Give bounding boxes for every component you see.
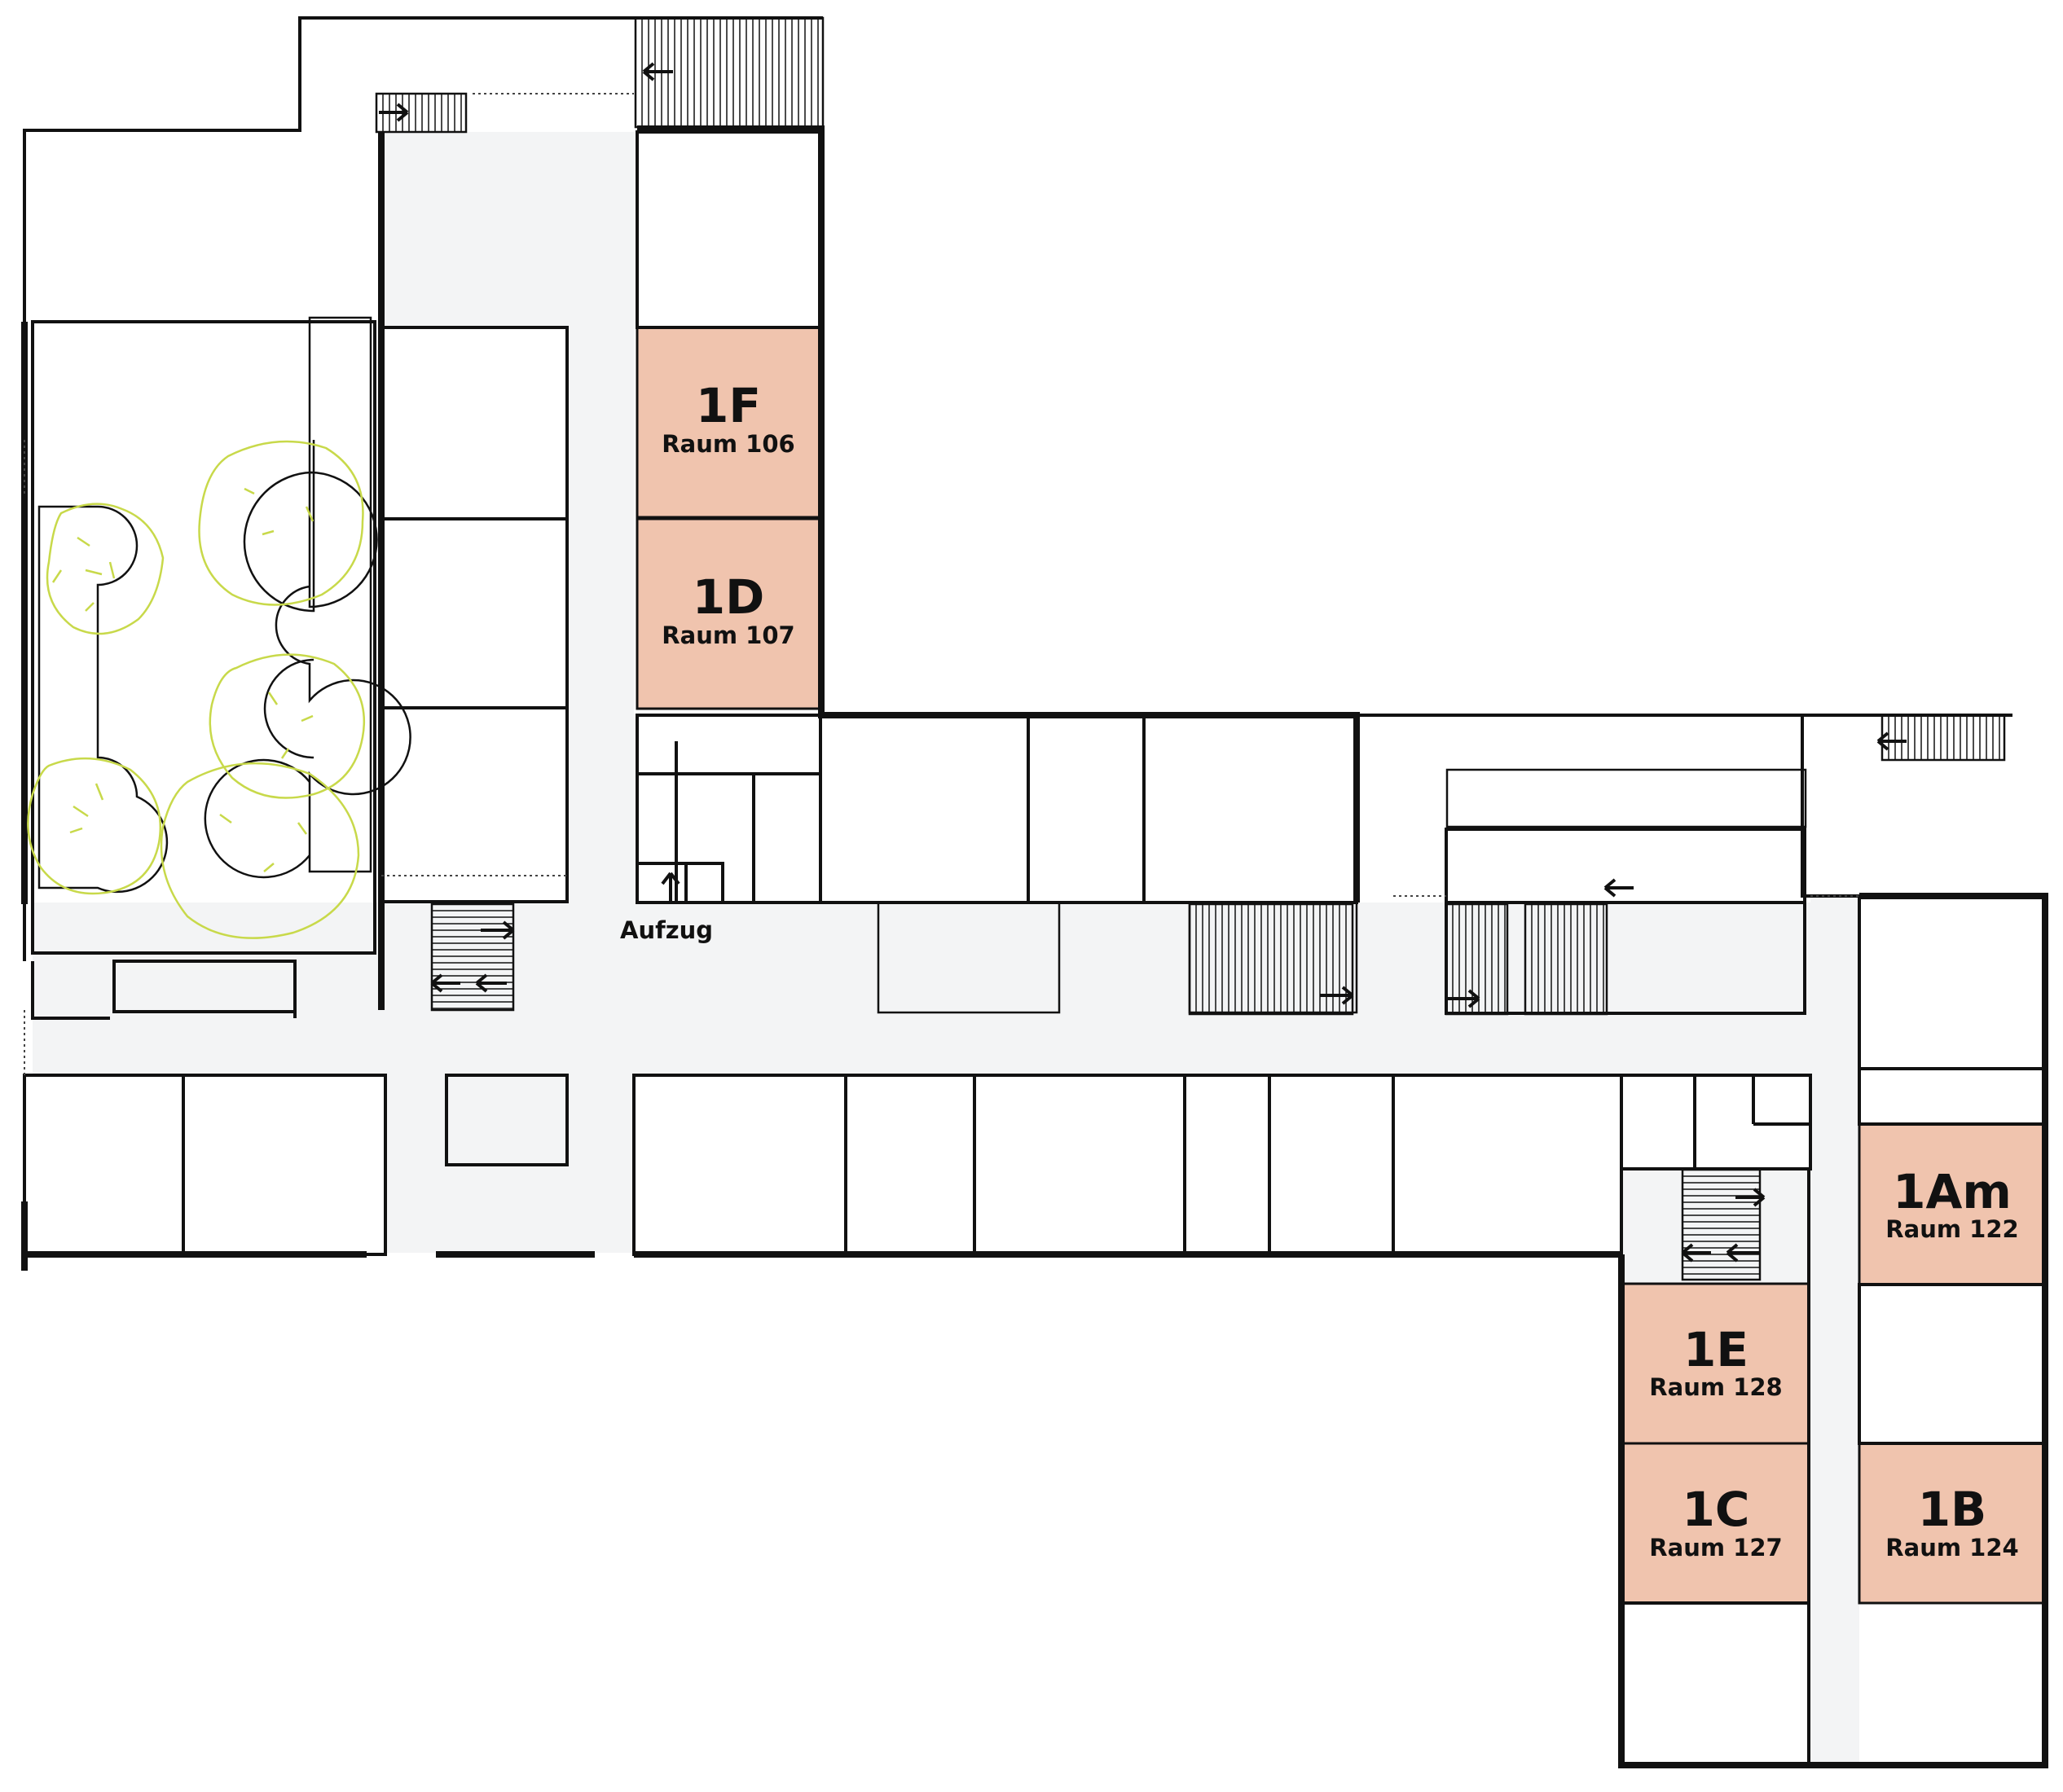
room-1E[interactable]	[1620, 1282, 1810, 1445]
room-1B[interactable]	[1858, 1442, 2047, 1605]
south-rooms	[632, 1074, 1812, 1256]
door-thresholds	[24, 93, 1859, 1075]
tree-icon	[27, 757, 162, 895]
stairs-icon	[375, 16, 2006, 1281]
corridors	[33, 132, 1859, 1765]
room-name-1F: Raum 106	[662, 430, 794, 458]
corridor-north-vertical	[381, 132, 634, 327]
elevator-label: Aufzug	[620, 916, 713, 944]
east-rooms	[1620, 894, 2047, 1767]
room-code-1E: 1E	[1683, 1322, 1748, 1377]
tree-icon	[209, 653, 366, 799]
tree-icon	[160, 762, 360, 939]
courtyard	[27, 316, 411, 955]
tree-icon	[198, 440, 364, 606]
room-code-1D: 1D	[693, 569, 765, 625]
corridor-east-stair-hall	[1621, 1170, 1810, 1284]
room-1Am[interactable]	[1858, 1122, 2047, 1286]
room-1F[interactable]	[636, 326, 822, 519]
corridor-west-stair-hall	[381, 903, 569, 1074]
room-name-1Am: Raum 122	[1885, 1215, 2018, 1243]
room-name-1E: Raum 128	[1649, 1373, 1782, 1401]
tree-icon	[46, 503, 165, 635]
room-code-1Am: 1Am	[1893, 1164, 2012, 1219]
west-rooms	[23, 326, 569, 1256]
direction-arrow-icon	[379, 62, 1907, 1263]
room-code-1B: 1B	[1918, 1482, 1987, 1537]
room-code-1C: 1C	[1683, 1482, 1750, 1537]
room-code-1F: 1F	[696, 378, 761, 433]
room-labels: 1F Raum 106 1D Raum 107 1Am Raum 122 1E …	[620, 378, 2019, 1561]
room-name-1D: Raum 107	[662, 621, 794, 649]
room-name-1C: Raum 127	[1649, 1534, 1782, 1561]
room-name-1B: Raum 124	[1885, 1534, 2018, 1561]
